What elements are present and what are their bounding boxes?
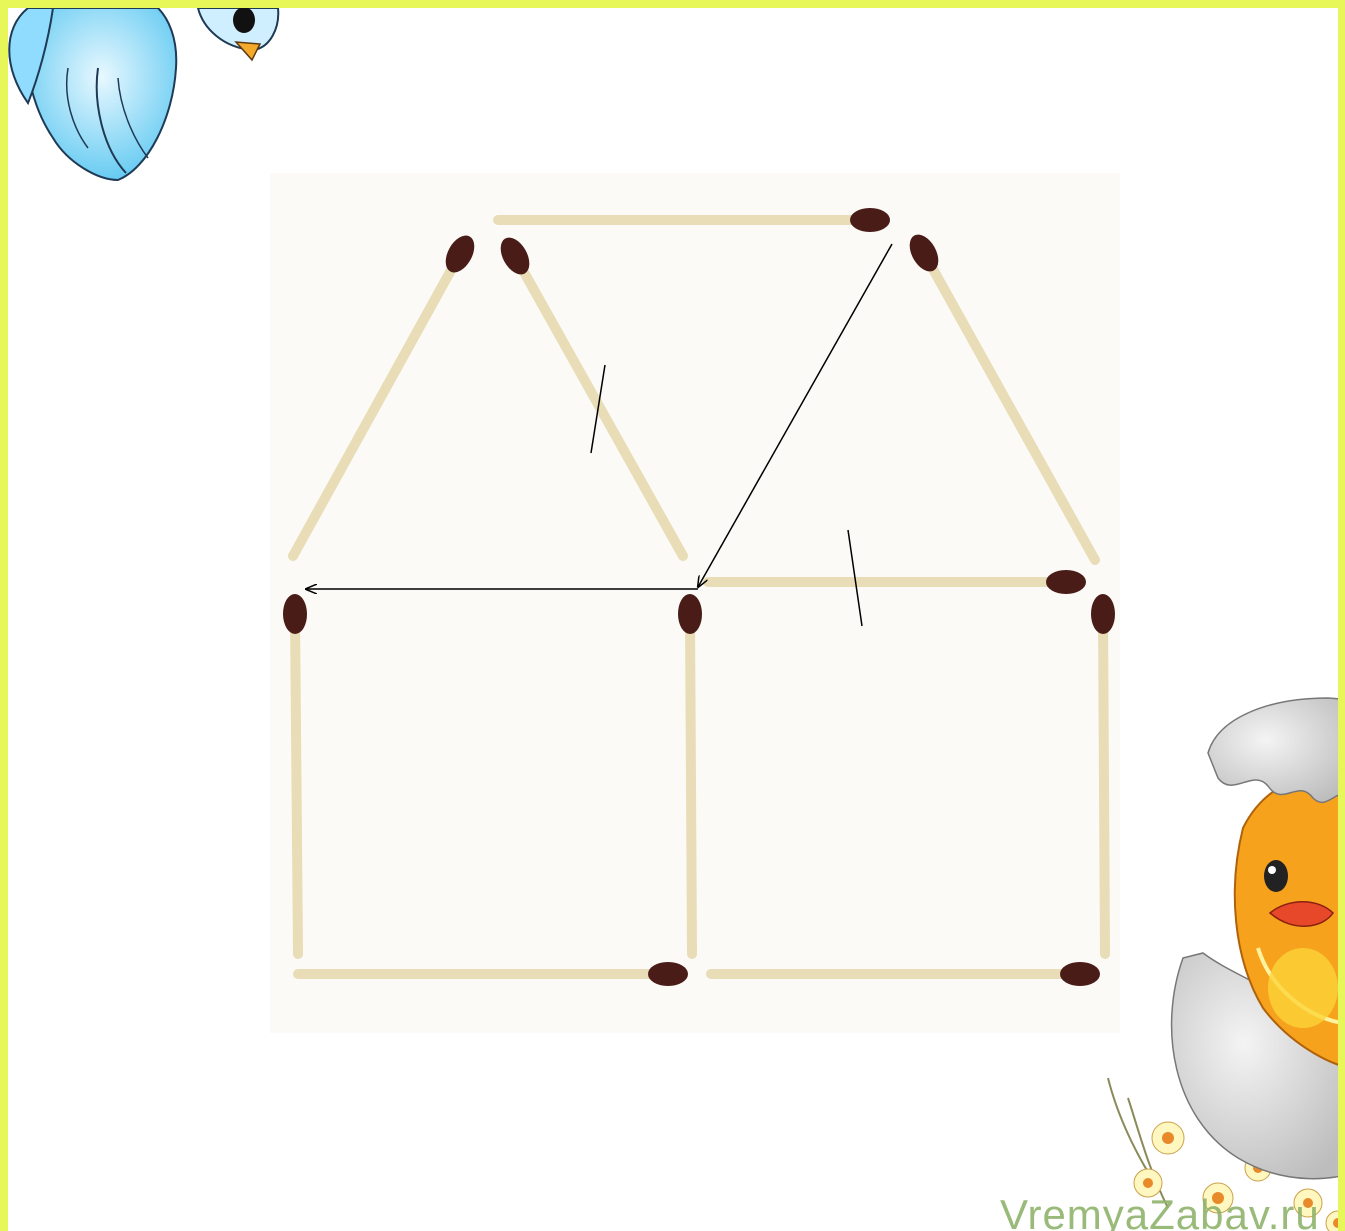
match-wall-middle-head	[678, 594, 702, 634]
match-wall-middle-stick	[690, 614, 692, 954]
match-wall-right-stick	[1103, 614, 1105, 954]
match-ceiling-right-head	[1046, 570, 1086, 594]
match-wall-left-stick	[295, 614, 298, 954]
bird-clipart	[9, 8, 278, 180]
match-roof-top-head	[850, 208, 890, 232]
matchstick-scene	[8, 8, 1338, 1231]
match-wall-right-head	[1091, 594, 1115, 634]
watermark-text: VremyaZabav.ru	[1000, 1191, 1320, 1231]
match-floor-right-head	[1060, 962, 1100, 986]
chick-clipart	[1108, 698, 1338, 1231]
slide-canvas: VremyaZabav.ru	[8, 8, 1338, 1231]
match-floor-left-head	[648, 962, 688, 986]
